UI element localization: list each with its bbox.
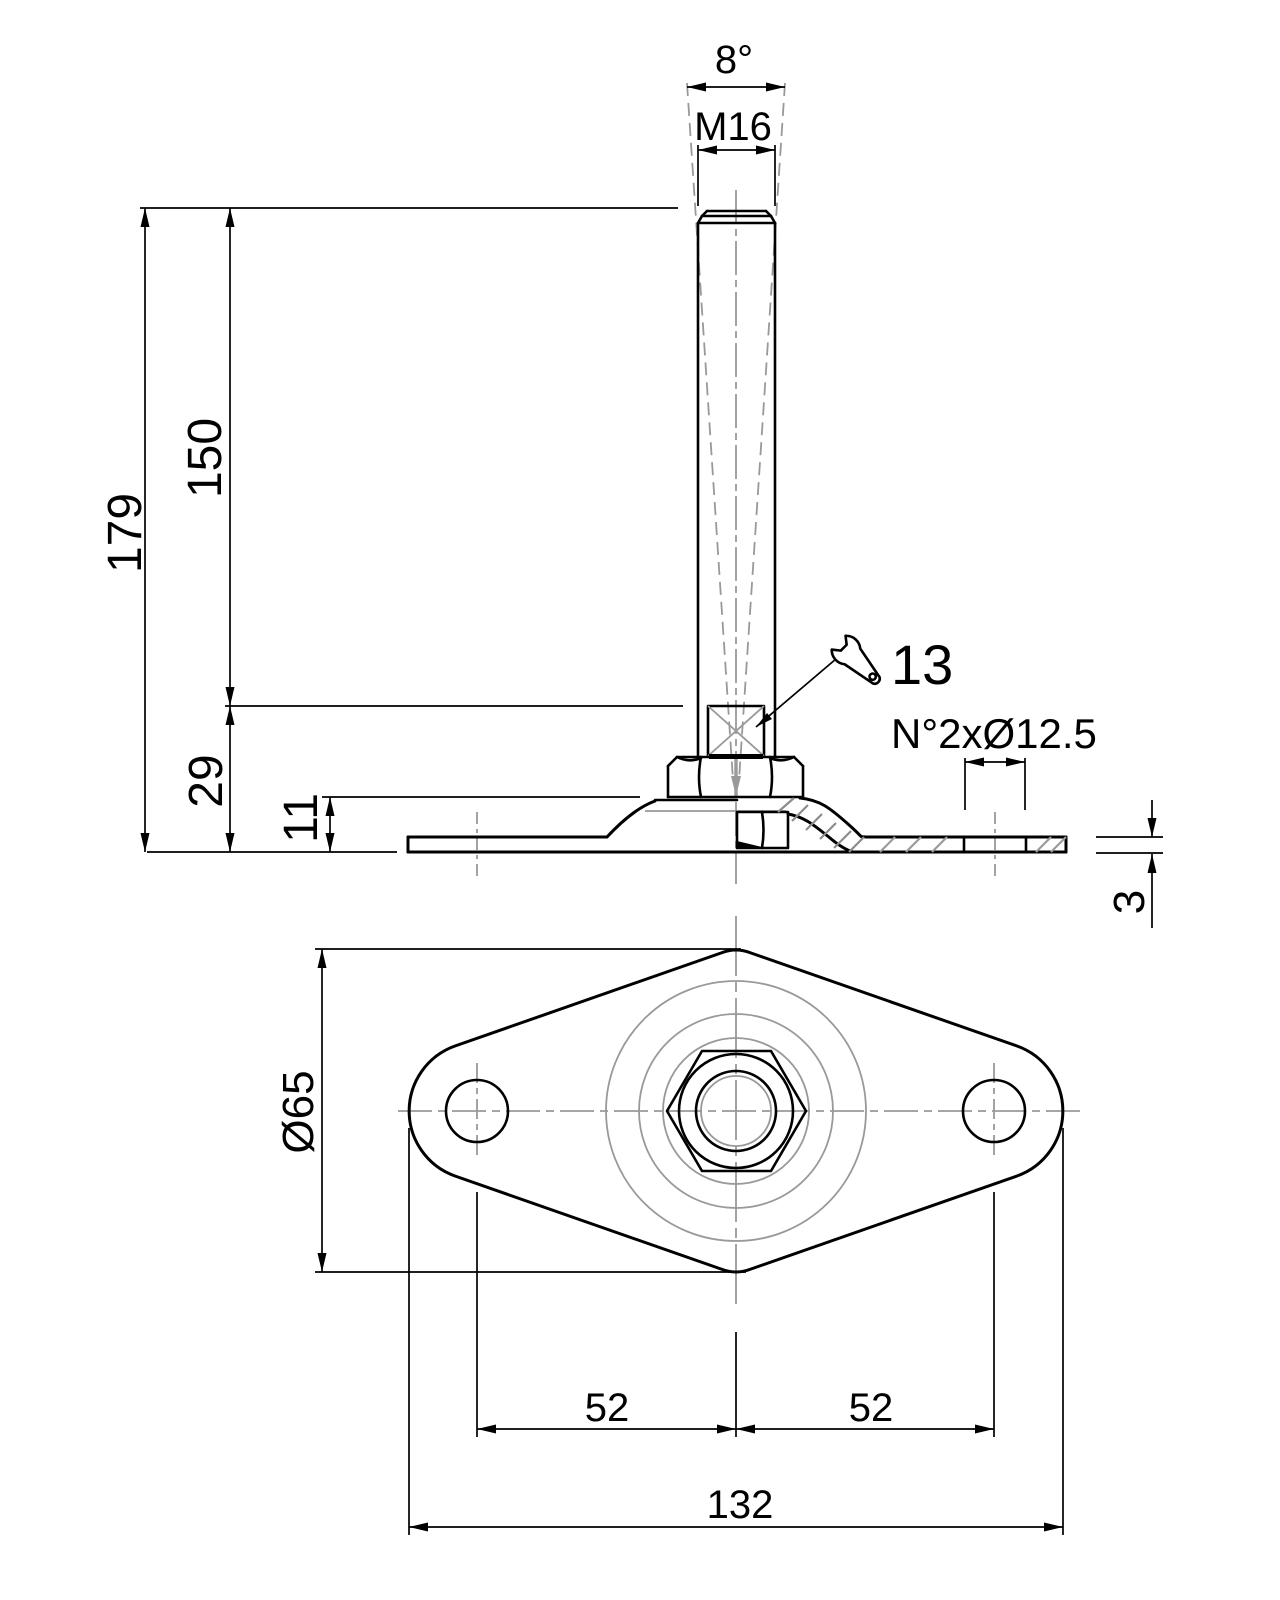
top-hex-nut xyxy=(666,755,805,799)
side-view xyxy=(406,209,1068,854)
lower-hex-nut xyxy=(735,810,790,850)
dome-contour-outer xyxy=(605,980,867,1242)
dome-contour-inner xyxy=(662,1037,810,1185)
dim-dome-height: 11 xyxy=(275,793,328,843)
hex-nut-plan xyxy=(665,1049,808,1173)
dim-wrench-size: 13 xyxy=(891,633,953,696)
stud xyxy=(696,209,777,759)
dim-hole-offset-right: 52 xyxy=(849,1386,894,1430)
dimensions xyxy=(140,82,1163,1535)
centerlines xyxy=(398,82,1082,1306)
dim-thread: M16 xyxy=(694,105,772,149)
dome-contour-mid xyxy=(638,1013,834,1209)
swing-cone-right xyxy=(738,82,786,781)
section-hatching xyxy=(777,797,1067,853)
dimension-texts: 8° M16 179 150 29 11 13 N°2xØ12.5 3 Ø65 … xyxy=(99,38,1154,1527)
plan-view xyxy=(407,948,1065,1274)
left-mounting-hole xyxy=(444,1078,510,1144)
dim-total-height: 179 xyxy=(99,493,152,573)
dim-holes: N°2xØ12.5 xyxy=(891,710,1097,757)
wrench-icon xyxy=(830,634,882,686)
dim-hole-offset-left: 52 xyxy=(585,1386,630,1430)
thread-minor-circle xyxy=(700,1075,772,1147)
dim-plate-thickness: 3 xyxy=(1105,890,1154,914)
swing-cone-left xyxy=(686,82,734,781)
dim-base-height: 29 xyxy=(180,754,233,807)
right-mounting-hole xyxy=(961,1078,1027,1144)
dim-dome-diameter: Ø65 xyxy=(274,1070,323,1153)
base-plate xyxy=(406,835,1068,854)
dim-stud-length: 150 xyxy=(179,418,232,498)
dim-swing-angle: 8° xyxy=(715,38,753,82)
nut-chamfer-circle xyxy=(677,1052,795,1170)
dim-plate-length: 132 xyxy=(707,1483,774,1527)
plate-outline xyxy=(407,948,1065,1274)
base-dome xyxy=(605,796,868,854)
stud-end-circle xyxy=(694,1069,778,1153)
